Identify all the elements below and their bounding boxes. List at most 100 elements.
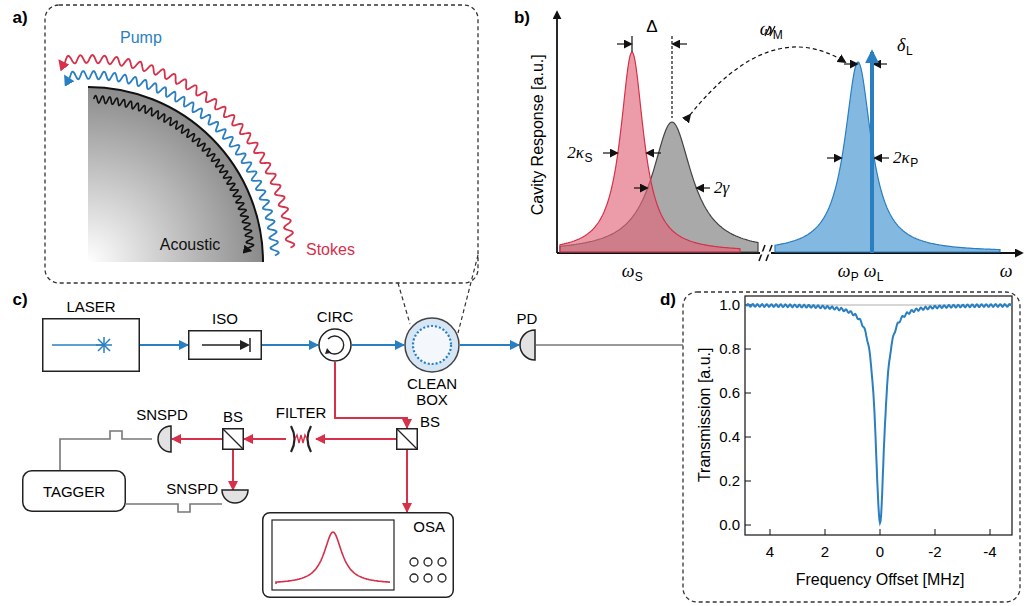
annotation: 0.2 (719, 473, 740, 490)
component-outline (222, 428, 244, 450)
drawn-shape (560, 26, 1000, 252)
resonator-sphere (88, 87, 263, 262)
subscript: S (585, 152, 593, 165)
drawn-shape (249, 338, 251, 352)
beam-path (244, 438, 286, 440)
drawn-shape (405, 318, 459, 372)
drawn-shape (397, 429, 418, 450)
drawn-shape (60, 55, 295, 256)
subscript: S (635, 271, 643, 284)
drawn-shape (98, 339, 110, 351)
acoustic-wave (94, 96, 254, 251)
drawn-shape (223, 429, 243, 449)
drawn-shape (276, 532, 390, 584)
beam-path (460, 344, 519, 346)
drawn-shape (189, 331, 262, 360)
drawn-shape (43, 319, 140, 372)
tick (745, 437, 751, 438)
annotation: 0.0 (719, 517, 740, 534)
tick (745, 525, 751, 526)
delta-tick (631, 36, 632, 52)
drawn-shape (520, 330, 535, 360)
drawn-shape (240, 340, 250, 350)
annotation: 2γ (714, 179, 729, 198)
laser-box: LASER (42, 318, 140, 372)
component-outline (152, 426, 172, 452)
component-label: CLEAN BOX (400, 376, 464, 408)
drawn-shape (96, 337, 112, 353)
annotation: 0.6 (719, 385, 740, 402)
component-outline (222, 490, 248, 508)
signal-wire (60, 431, 152, 470)
delta-arrow (617, 43, 631, 44)
drawn-shape (158, 426, 171, 452)
beam-path (232, 450, 234, 490)
annotation: ω (760, 20, 773, 40)
detuning-arrow (844, 63, 857, 64)
annotation: δ (897, 36, 905, 56)
component-label: PD (517, 310, 538, 327)
drawn-shape (272, 520, 394, 590)
mechanical-frequency-arc (690, 47, 845, 115)
axis-title: Cavity Response [a.u.] (528, 55, 546, 216)
delta-tick (671, 36, 672, 118)
component-outline (188, 330, 262, 360)
annotation: ω (622, 262, 635, 282)
annotation: 0 (876, 544, 884, 561)
annotation: Δ (646, 18, 657, 37)
component-label: FILTER (276, 404, 327, 421)
resonator-enclosure: CLEAN BOX (404, 317, 460, 373)
pump-wave (65, 71, 279, 255)
beam-path (172, 438, 222, 440)
drawn-shape (325, 348, 331, 354)
annotation: ω (838, 262, 851, 282)
drawn-shape (319, 329, 351, 361)
drawn-shape (410, 558, 418, 566)
annotation: 2κ (893, 149, 910, 168)
beam-path (335, 362, 407, 428)
inset-frame (683, 292, 1020, 602)
component-label: OSA (413, 518, 445, 535)
tick (825, 529, 826, 535)
width-arrow (697, 187, 710, 188)
beam-path (352, 344, 404, 346)
stokes-wave (60, 55, 295, 248)
drawn-shape (424, 574, 432, 582)
zoom-line (398, 283, 410, 324)
tick (990, 529, 991, 535)
photodiode-symbol: PD (519, 330, 535, 360)
component-label: ISO (212, 310, 238, 327)
beam-path (140, 344, 188, 346)
annotation: ω (864, 262, 877, 282)
component-label: SNSPD (166, 480, 218, 497)
panel-letter: b) (514, 9, 530, 28)
component-outline (404, 317, 460, 373)
time-tagger-box: TAGGER (22, 470, 126, 512)
subscript: P (910, 157, 918, 170)
component-outline (318, 328, 352, 362)
annotation: 0.8 (719, 341, 740, 358)
drawn-shape (308, 426, 312, 452)
annotation: Acoustic (160, 236, 220, 254)
tick (935, 529, 936, 535)
component-outline (519, 330, 535, 360)
subscript: P (851, 271, 859, 284)
detector-symbol: SNSPD (222, 490, 248, 508)
detuning-arrow (874, 63, 887, 64)
beam-path (316, 438, 396, 440)
drawn-shape (223, 429, 244, 450)
width-arrow (647, 152, 661, 153)
zoom-line (458, 255, 478, 333)
drawn-shape (202, 344, 242, 346)
spectrum-analyzer-box: OSA (262, 512, 454, 598)
plot-frame (745, 296, 1012, 535)
drawn-shape (424, 558, 432, 566)
resonator-rim (88, 87, 263, 262)
y-axis (556, 12, 558, 253)
signal-wire (126, 504, 222, 512)
tick (880, 529, 881, 535)
drawn-shape (438, 574, 446, 582)
